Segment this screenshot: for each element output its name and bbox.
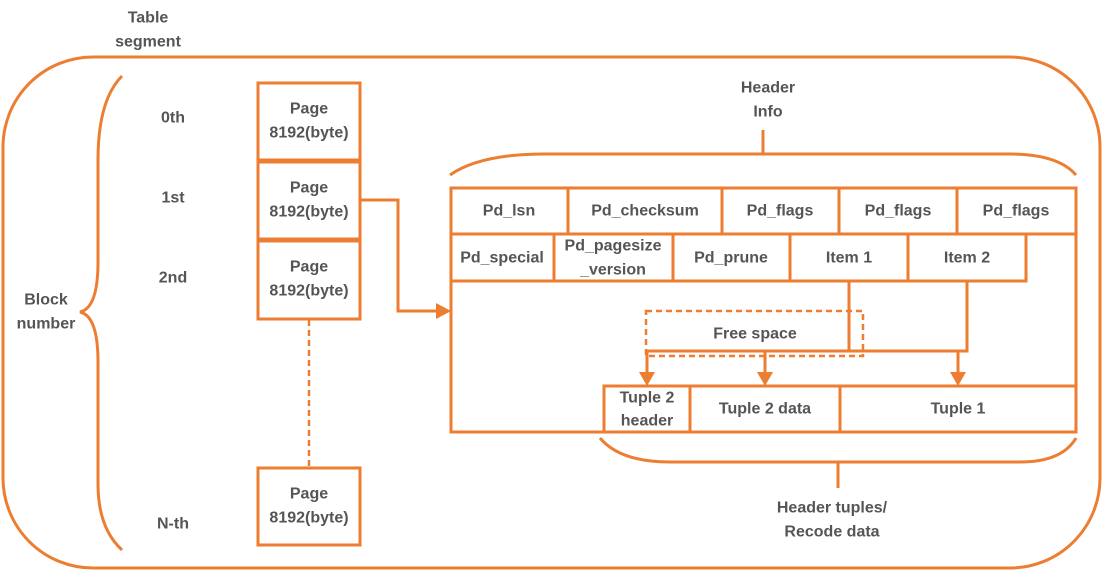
svg-text:Tuple 2: Tuple 2 <box>620 390 675 407</box>
svg-text:Page: Page <box>290 101 328 118</box>
tuple-row: Tuple 2 header Tuple 2 data Tuple 1 <box>602 384 1078 434</box>
svg-text:8192(byte): 8192(byte) <box>269 125 348 142</box>
block-label-1st: 1st <box>161 190 185 207</box>
pd-pagesize-version-cell <box>552 232 675 283</box>
block-number-brace <box>79 74 124 552</box>
page-box-2nd: Page 8192(byte) <box>256 239 362 321</box>
header-tuples-label-line2: Recode data <box>784 524 879 541</box>
page-detail-arrowhead <box>436 303 451 319</box>
svg-text:Tuple 2 data: Tuple 2 data <box>719 401 811 418</box>
svg-text:Pd_flags: Pd_flags <box>865 203 932 220</box>
pd-flags-cell-1 <box>720 186 841 236</box>
item-1-pointer-arrowhead <box>639 372 655 386</box>
svg-text:Pd_special: Pd_special <box>460 250 544 267</box>
svg-text:Pd_flags: Pd_flags <box>747 203 814 220</box>
item-1-pointer <box>645 281 851 374</box>
block-number-label-line2: number <box>17 316 76 333</box>
svg-text:Item 2: Item 2 <box>944 250 990 267</box>
svg-text:Pd_prune: Pd_prune <box>694 250 768 267</box>
svg-text:Tuple 1: Tuple 1 <box>931 401 986 418</box>
item-2-pointer-arrowhead-right <box>950 372 966 386</box>
block-label-2nd: 2nd <box>159 270 187 287</box>
pd-flags-cell-3 <box>955 186 1078 236</box>
svg-text:Item 1: Item 1 <box>826 250 872 267</box>
header-info-label-line2: Info <box>753 104 783 121</box>
svg-text:Page: Page <box>290 486 328 503</box>
svg-text:Pd_pagesize: Pd_pagesize <box>565 238 662 255</box>
svg-text:Page: Page <box>290 259 328 276</box>
item-2-pointer-arrowhead-mid <box>757 372 773 386</box>
header-info-brace <box>449 130 1078 177</box>
svg-text:header: header <box>621 413 673 430</box>
svg-text:_version: _version <box>579 262 646 279</box>
table-segment-outline <box>1 55 1102 570</box>
page-box-0th: Page 8192(byte) <box>256 81 362 162</box>
page-detail-connector <box>360 198 438 313</box>
free-space-label: Free space <box>713 326 797 343</box>
svg-text:8192(byte): 8192(byte) <box>269 510 348 527</box>
block-label-nth: N-th <box>157 516 189 533</box>
table-segment-label-line1: Table <box>128 10 169 27</box>
pd-checksum-cell <box>566 186 724 236</box>
table-segment-label-line2: segment <box>115 34 181 51</box>
page-box-nth: Page 8192(byte) <box>256 466 362 547</box>
svg-text:Page: Page <box>290 180 328 197</box>
svg-text:Pd_checksum: Pd_checksum <box>591 203 699 220</box>
free-space-region <box>644 309 865 358</box>
svg-text:8192(byte): 8192(byte) <box>269 283 348 300</box>
block-label-0th: 0th <box>161 110 185 127</box>
header-tuples-label-line1: Header tuples/ <box>777 500 888 517</box>
page-box-1st: Page 8192(byte) <box>256 160 362 241</box>
header-info-label-line1: Header <box>741 80 795 97</box>
header-row-1: Pd_lsn Pd_checksum Pd_flags Pd_flags Pd_… <box>449 186 1078 236</box>
tuple-1-cell <box>838 384 1078 434</box>
block-number-label-line1: Block <box>24 292 68 309</box>
header-tuples-brace <box>598 437 1078 488</box>
item-2-cell <box>906 232 1028 283</box>
pd-prune-cell <box>671 232 792 283</box>
pd-special-cell <box>449 232 556 283</box>
svg-text:8192(byte): 8192(byte) <box>269 204 348 221</box>
item-2-pointer <box>763 281 969 374</box>
svg-text:Pd_flags: Pd_flags <box>983 203 1050 220</box>
svg-text:Pd_lsn: Pd_lsn <box>483 203 535 220</box>
header-row-2: Pd_special Pd_pagesize _version Pd_prune… <box>449 232 1028 283</box>
